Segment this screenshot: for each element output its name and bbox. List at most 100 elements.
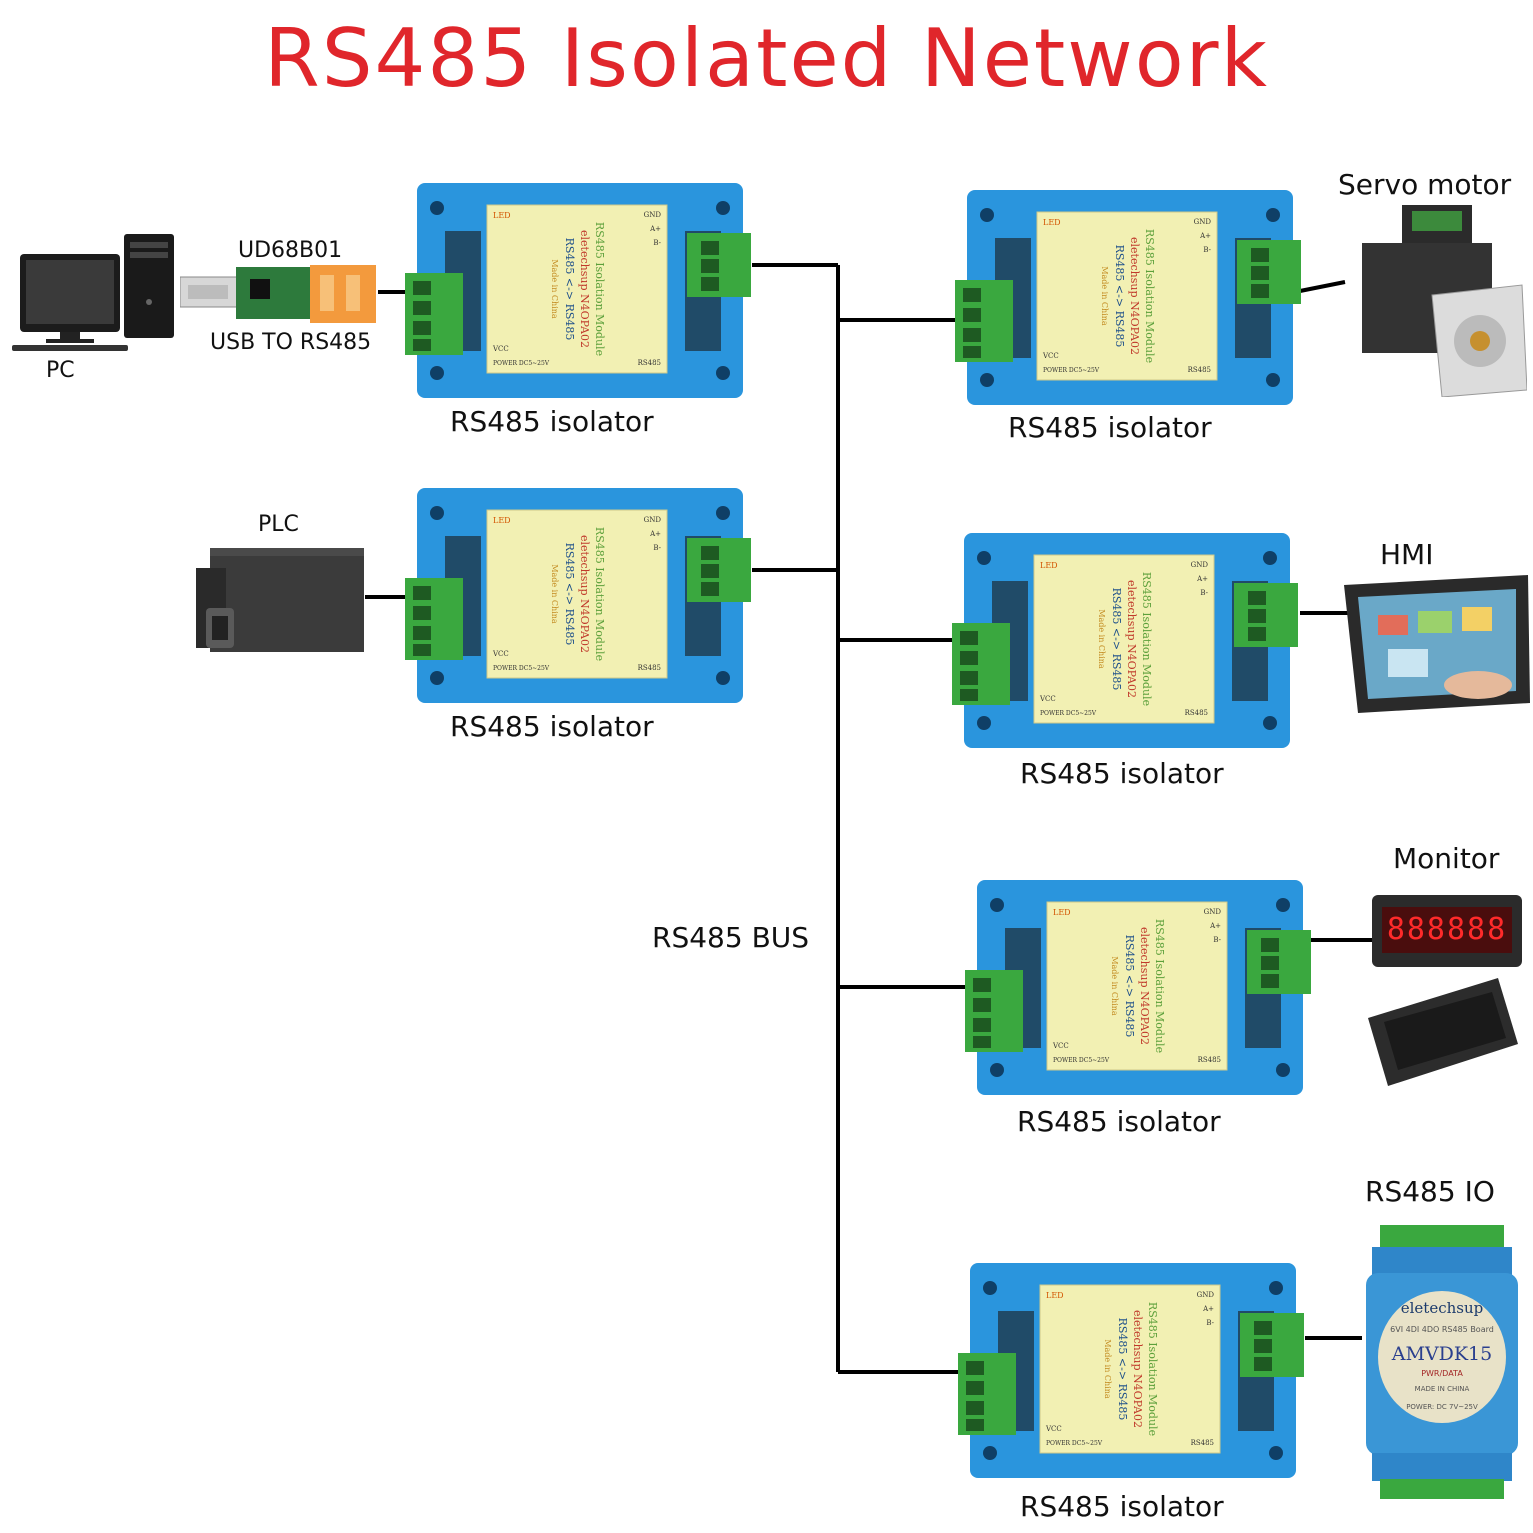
monitor-display-red: 888888 <box>1372 895 1522 967</box>
usb-converter-icon <box>179 265 376 323</box>
card-led: LED <box>1043 218 1061 227</box>
hmi-label: HMI <box>1380 538 1434 571</box>
card-line1: RS485 Isolation Module <box>1143 228 1156 364</box>
card-power: POWER DC5~25V <box>1040 710 1097 717</box>
card-power: POWER DC5~25V <box>1046 1440 1103 1447</box>
card-power: POWER DC5~25V <box>493 665 550 672</box>
io-module-case <box>1366 1225 1518 1499</box>
monitor-display-dark <box>1368 978 1518 1086</box>
card-b: B- <box>653 544 661 552</box>
card-line4: Made in China <box>1100 266 1109 326</box>
isolator-label-5: RS485 isolator <box>1017 1105 1221 1138</box>
card-line3: RS485 <-> RS485 <box>1123 934 1136 1038</box>
plc-device <box>196 544 368 656</box>
card-line2: eletechsup N4OPA02 <box>578 230 591 348</box>
card-led: LED <box>1040 561 1058 570</box>
card-line3: RS485 <-> RS485 <box>1116 1317 1129 1421</box>
card-line4: Made in China <box>1110 956 1119 1016</box>
card-line2: eletechsup N4OPA02 <box>1125 580 1138 698</box>
card-line1: RS485 Isolation Module <box>593 526 606 662</box>
card-vcc: VCC <box>493 345 509 353</box>
io-model: AMVDK15 <box>1391 1343 1493 1365</box>
servo-label: Servo motor <box>1338 168 1512 201</box>
io-led: PWR/DATA <box>1421 1369 1463 1378</box>
card-led: LED <box>493 516 511 525</box>
panel-meter-icon <box>1368 978 1518 1086</box>
isolator-label-4: RS485 isolator <box>1020 757 1224 790</box>
io-label: RS485 IO <box>1365 1175 1495 1208</box>
card-rs485: RS485 <box>1187 366 1211 374</box>
card-line4: Made in China <box>1097 609 1106 669</box>
isolator-case <box>958 1263 1304 1478</box>
isolator-case <box>952 533 1298 748</box>
servo-motor-icon <box>1362 205 1528 398</box>
card-rs485: RS485 <box>1197 1056 1221 1064</box>
isolator-label-1: RS485 isolator <box>450 405 654 438</box>
card-line2: eletechsup N4OPA02 <box>1131 1310 1144 1428</box>
card-vcc: VCC <box>1053 1042 1069 1050</box>
card-line4: Made in China <box>1103 1339 1112 1399</box>
card-line4: Made in China <box>550 564 559 624</box>
servo-motor-device <box>1362 205 1528 398</box>
card-line2: eletechsup N4OPA02 <box>1128 237 1141 355</box>
card-b: B- <box>1206 1319 1214 1327</box>
usb-label: USB TO RS485 <box>210 330 372 355</box>
io-made: MADE IN CHINA <box>1414 1385 1470 1393</box>
hmi-device <box>1338 575 1533 715</box>
card-a: A+ <box>1210 922 1221 930</box>
card-led: LED <box>493 211 511 220</box>
plc-icon <box>196 548 364 652</box>
card-line1: RS485 Isolation Module <box>1153 918 1166 1054</box>
card-b: B- <box>1213 936 1221 944</box>
card-a: A+ <box>650 225 661 233</box>
pc-label: PC <box>46 358 75 383</box>
card-vcc: VCC <box>1040 695 1056 703</box>
hmi-icon <box>1344 575 1530 713</box>
isolator-case <box>405 488 751 703</box>
pc-icon <box>12 234 174 351</box>
card-rs485: RS485 <box>637 359 661 367</box>
isolator-case <box>405 183 751 398</box>
card-gnd: GND <box>1190 561 1208 569</box>
plc-label: PLC <box>258 512 299 537</box>
card-a: A+ <box>650 530 661 538</box>
pc-device <box>10 232 180 352</box>
rs485-io-module: eletechsup 6VI 4DI 4DO RS485 Board AMVDK… <box>1362 1225 1522 1500</box>
isolator-label-6: RS485 isolator <box>1020 1490 1224 1523</box>
io-subtitle: 6VI 4DI 4DO RS485 Board <box>1390 1325 1494 1334</box>
card-a: A+ <box>1200 232 1211 240</box>
card-power: POWER DC5~25V <box>493 360 550 367</box>
isolator-label-3: RS485 isolator <box>1008 411 1212 444</box>
card-gnd: GND <box>643 211 661 219</box>
card-b: B- <box>653 239 661 247</box>
card-line3: RS485 <-> RS485 <box>563 542 576 646</box>
card-gnd: GND <box>643 516 661 524</box>
isolator-case <box>965 880 1311 1095</box>
card-line4: Made in China <box>550 259 559 319</box>
card-line3: RS485 <-> RS485 <box>563 237 576 341</box>
card-rs485: RS485 <box>1190 1439 1214 1447</box>
card-led: LED <box>1046 1291 1064 1300</box>
card-gnd: GND <box>1196 1291 1214 1299</box>
card-line3: RS485 <-> RS485 <box>1110 587 1123 691</box>
card-gnd: GND <box>1203 908 1221 916</box>
card-line1: RS485 Isolation Module <box>593 221 606 357</box>
monitor-label: Monitor <box>1393 842 1500 875</box>
isolator-case <box>955 190 1301 405</box>
card-power: POWER DC5~25V <box>1053 1057 1110 1064</box>
card-line2: eletechsup N4OPA02 <box>1138 927 1151 1045</box>
monitor-digits: 888888 <box>1382 907 1512 953</box>
card-rs485: RS485 <box>1184 709 1208 717</box>
card-a: A+ <box>1203 1305 1214 1313</box>
